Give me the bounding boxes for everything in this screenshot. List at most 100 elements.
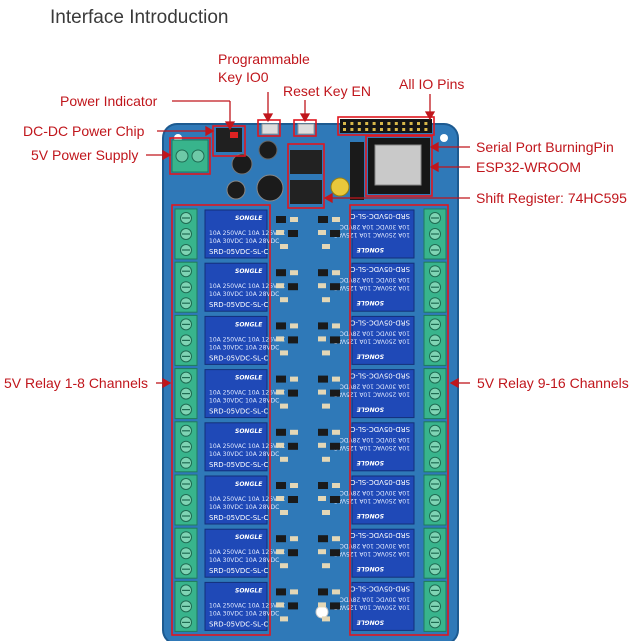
- relay-rating-line: 10A 30VDC 10A 28VDC: [340, 542, 410, 549]
- arrowhead: [299, 113, 311, 123]
- diode: [288, 230, 298, 237]
- transistor: [318, 588, 328, 596]
- relay-body: [204, 369, 268, 419]
- resistor: [322, 244, 330, 249]
- resistor: [318, 336, 326, 342]
- io-pin: [343, 128, 346, 131]
- resistor: [332, 323, 340, 329]
- callout-lines: [146, 92, 470, 389]
- relay-rating-line: 10A 250VAC 10A 125VAC: [334, 391, 410, 398]
- dcdc-chip: [216, 128, 242, 152]
- diode: [330, 336, 340, 344]
- relay-brand-label: SONGLE: [356, 352, 384, 359]
- resistor: [276, 389, 284, 395]
- io-pin: [424, 128, 428, 131]
- relay-rating-line: 10A 250VAC 10A 125VAC: [209, 496, 285, 503]
- io-pin: [380, 128, 383, 131]
- label-reset-key: Reset Key EN: [283, 83, 371, 99]
- relay-brand-label: SONGLE: [356, 512, 384, 519]
- relay-brand-label: SONGLE: [356, 246, 384, 253]
- relay-model-label: SRD-05VDC-SL-C: [209, 461, 268, 469]
- relay-brand-label: SONGLE: [235, 375, 263, 382]
- relay-model-label: SRD-05VDC-SL-C: [351, 265, 410, 273]
- arrowhead: [205, 125, 215, 137]
- resistor: [318, 230, 326, 235]
- transistor: [276, 322, 286, 330]
- transistor: [276, 375, 286, 383]
- relay-rating-line: 10A 30VDC 10A 28VDC: [209, 504, 279, 511]
- transistor: [318, 428, 328, 436]
- relay-rating-line: 10A 250VAC 10A 125VAC: [209, 336, 285, 343]
- resistor: [280, 510, 288, 515]
- reset-key-button: [297, 123, 315, 135]
- relay-model-label: SRD-05VDC-SL-C: [209, 567, 268, 575]
- resistor: [332, 536, 340, 542]
- resistor: [322, 456, 330, 462]
- relay-rating-line: 10A 30VDC 10A 28VDC: [209, 238, 279, 245]
- highlight-relay-right: [349, 204, 449, 636]
- relay-rating-line: 10A 30VDC 10A 28VDC: [209, 291, 279, 298]
- relay-body: [351, 528, 415, 578]
- arrowhead: [429, 141, 439, 153]
- resistor: [332, 483, 340, 488]
- relay-model-label: SRD-05VDC-SL-C: [351, 372, 410, 380]
- io-pin: [350, 122, 354, 125]
- io-pin: [402, 128, 406, 131]
- transistor: [318, 375, 328, 383]
- resistor: [276, 230, 284, 235]
- resistor: [318, 549, 326, 555]
- arrowhead: [162, 149, 172, 161]
- relay-rating-line: 10A 30VDC 10A 28VDC: [340, 223, 410, 230]
- relay-brand-label: SONGLE: [235, 428, 263, 435]
- relay-rating-line: 10A 250VAC 10A 125VAC: [334, 550, 410, 557]
- relay-rating-line: 10A 250VAC 10A 125VAC: [334, 444, 410, 451]
- resistor: [276, 496, 284, 501]
- capacitor: [330, 177, 350, 197]
- diode: [330, 389, 340, 397]
- label-programmable-key-line1: Programmable: [218, 51, 310, 67]
- io-pin: [394, 122, 398, 125]
- arrowhead: [224, 121, 236, 131]
- relay-rating-line: 10A 250VAC 10A 125VAC: [209, 230, 285, 237]
- io-pin: [365, 122, 369, 125]
- relay-model-label: SRD-05VDC-SL-C: [209, 248, 268, 256]
- label-esp32: ESP32-WROOM: [476, 159, 581, 175]
- transistor: [276, 216, 286, 223]
- resistor: [280, 563, 288, 569]
- relay-body: [204, 475, 268, 525]
- relay-body: [351, 369, 415, 419]
- io-pin: [394, 128, 398, 131]
- io-pin: [409, 122, 413, 125]
- resistor: [318, 283, 326, 289]
- terminal-screw: [175, 149, 189, 163]
- relay-body: [204, 581, 268, 631]
- relay-rating-line: 10A 250VAC 10A 125VAC: [334, 497, 410, 504]
- io-pin: [350, 128, 354, 131]
- resistor: [276, 283, 284, 289]
- shift-register-chip: [290, 180, 322, 204]
- diode: [288, 549, 298, 557]
- relay-model-label: SRD-05VDC-SL-C: [209, 301, 268, 309]
- io-pin: [417, 122, 420, 125]
- diode: [330, 442, 340, 450]
- terminal-screw: [191, 149, 205, 163]
- io-pin: [409, 128, 413, 131]
- relay-rating-line: 10A 30VDC 10A 28VDC: [209, 557, 279, 564]
- label-power-supply: 5V Power Supply: [31, 147, 138, 163]
- relay-rating-line: 10A 250VAC 10A 125VAC: [334, 603, 410, 610]
- diode: [330, 602, 340, 610]
- relay-brand-label: SONGLE: [235, 481, 263, 488]
- relay-rating-line: 10A 250VAC 10A 125VAC: [334, 284, 410, 291]
- transistor: [318, 322, 328, 330]
- resistor: [322, 510, 330, 515]
